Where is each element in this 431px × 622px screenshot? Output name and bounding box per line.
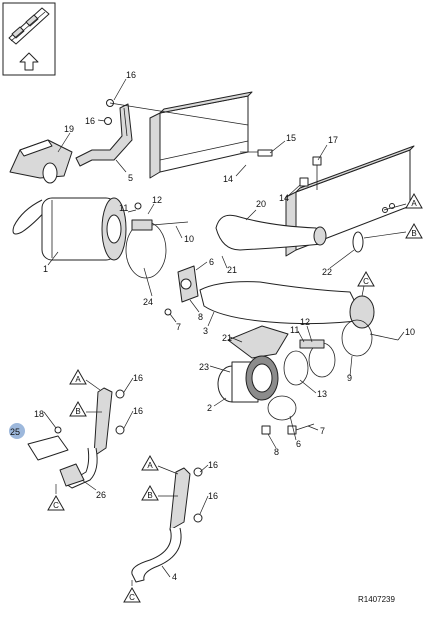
callout-15: 15 <box>286 133 296 143</box>
marker-A-upper: A <box>383 192 423 211</box>
connection-markers: A B C A B C A <box>47 192 423 603</box>
callout-8: 8 <box>274 447 279 457</box>
callout-16: 16 <box>133 373 143 383</box>
marker-C-bracket2: C <box>123 586 141 603</box>
callout-12: 12 <box>300 317 310 327</box>
callout-7: 7 <box>320 426 325 436</box>
callout-12: 12 <box>152 195 162 205</box>
muffler <box>12 197 127 261</box>
intermediate-pipe <box>215 214 327 251</box>
callout-24: 24 <box>143 297 153 307</box>
callout-3: 3 <box>203 326 208 336</box>
callout-25: 25 <box>10 427 20 437</box>
forward-arrow-icon <box>19 52 39 71</box>
exhaust-pipe <box>199 281 375 329</box>
support-bracket <box>59 387 113 489</box>
svg-text:B: B <box>75 407 80 416</box>
coupling-ring <box>283 339 336 386</box>
callout-18: 18 <box>34 409 44 419</box>
lower-clamp <box>267 395 297 421</box>
leader-lines <box>43 78 405 578</box>
callout-21: 21 <box>227 265 237 275</box>
gasket <box>352 231 364 253</box>
svg-text:B: B <box>147 491 152 500</box>
tailpipe-bolt <box>193 467 203 523</box>
bracket-bolt-lower <box>54 389 125 435</box>
callout-4: 4 <box>172 572 177 582</box>
callout-9: 9 <box>347 373 352 383</box>
callout-11: 11 <box>119 203 128 213</box>
mounting-bracket <box>75 103 133 167</box>
callout-16: 16 <box>208 460 218 470</box>
svg-text:A: A <box>411 199 417 208</box>
callout-13: 13 <box>317 389 327 399</box>
callout-10: 10 <box>405 327 415 337</box>
callout-16: 16 <box>85 116 95 126</box>
callout-17: 17 <box>328 135 338 145</box>
heat-guard <box>227 325 289 359</box>
callout-16: 16 <box>208 491 218 501</box>
orientation-inset <box>2 2 56 76</box>
marker-B-upper: B <box>363 222 423 239</box>
muffler-clamp <box>125 202 189 279</box>
callout-6: 6 <box>296 439 301 449</box>
marker-B-bracket1: B <box>69 400 102 417</box>
marker-A-bracket2: A <box>141 454 179 475</box>
shield-plate-highlighted <box>9 423 69 461</box>
callout-14: 14 <box>223 174 233 184</box>
svg-text:A: A <box>75 375 81 384</box>
svg-text:C: C <box>129 593 135 602</box>
callout-8: 8 <box>198 312 203 322</box>
callout-6: 6 <box>209 257 214 267</box>
heat-shield <box>9 139 73 184</box>
svg-text:A: A <box>147 461 153 470</box>
callout-7: 7 <box>176 322 181 332</box>
callout-21: 21 <box>222 333 232 343</box>
callout-1: 1 <box>43 264 48 274</box>
callout-16: 16 <box>126 70 136 80</box>
reference-code: R1407239 <box>358 595 395 604</box>
svg-text:C: C <box>53 501 59 510</box>
callout-19: 19 <box>64 124 74 134</box>
frame-bolt <box>240 149 322 190</box>
clamp-bolt <box>164 308 315 435</box>
svg-text:B: B <box>411 229 416 238</box>
callout-20: 20 <box>256 199 266 209</box>
callout-26: 26 <box>96 490 106 500</box>
callout-2: 2 <box>207 403 212 413</box>
callout-14: 14 <box>279 193 289 203</box>
tailpipe-bracket <box>131 467 191 583</box>
callout-16: 16 <box>133 406 143 416</box>
flange-plate <box>177 265 199 303</box>
marker-C-upper: C <box>357 270 375 297</box>
svg-text:C: C <box>363 277 369 286</box>
marker-C-bracket1: C <box>47 494 65 511</box>
callout-11: 11 <box>290 325 299 335</box>
marker-A-bracket1: A <box>69 368 101 391</box>
callout-23: 23 <box>199 362 209 372</box>
callout-22: 22 <box>322 267 332 277</box>
callout-5: 5 <box>128 173 133 183</box>
callout-10: 10 <box>184 234 194 244</box>
flex-pipe <box>217 355 279 403</box>
pipe-clamp <box>341 319 399 357</box>
vehicle-chassis-icon <box>8 7 50 45</box>
marker-B-bracket2: B <box>141 484 178 501</box>
callout-numbers: 16 16 19 5 11 12 10 1 20 6 21 24 8 7 3 1… <box>10 70 415 582</box>
